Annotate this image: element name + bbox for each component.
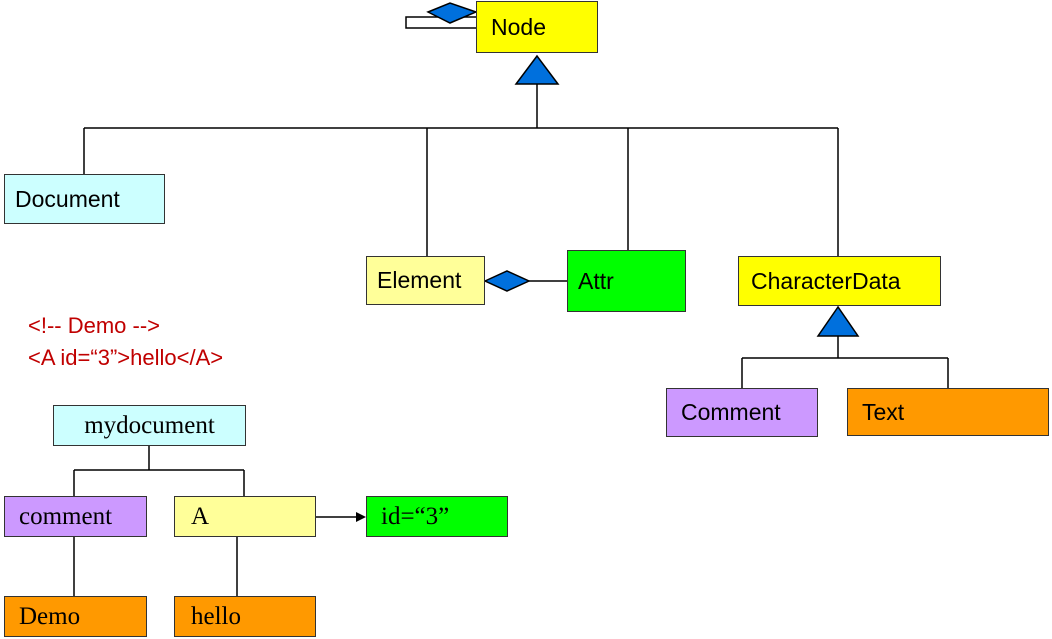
attr-class-box: Attr [567,250,686,312]
node-class-box: Node [476,1,598,53]
id-attr-instance-label: id=“3” [381,502,450,530]
demo-instance-node: Demo [4,596,147,637]
text-class-box: Text [847,388,1049,436]
mydocument-node: mydocument [53,405,246,446]
inheritance-arrow-node [514,54,560,85]
hello-instance-node: hello [174,596,316,637]
comment-class-box: Comment [666,388,818,437]
document-class-box: Document [4,174,165,224]
code-sample: <!-- Demo --> <A id=“3”>hello</A> [28,310,223,374]
comment-instance-label: comment [19,502,113,530]
a-instance-label: A [191,502,210,530]
element-class-box: Element [366,256,485,305]
arrowhead-to-id [356,512,366,522]
text-class-label: Text [862,398,905,425]
attr-label: Attr [578,267,614,294]
inheritance-arrow-characterdata [816,305,860,337]
code-line-element: <A id=“3”>hello</A> [28,345,224,370]
element-label: Element [377,267,462,293]
hello-instance-label: hello [191,602,241,630]
aggregation-diamond-element [483,270,531,292]
document-label: Document [15,185,120,212]
characterdata-label: CharacterData [751,267,901,294]
a-instance-node: A [174,496,316,537]
id-attr-instance-node: id=“3” [366,496,508,537]
demo-instance-label: Demo [19,602,81,630]
aggregation-diamond-node [426,2,479,24]
characterdata-class-box: CharacterData [738,256,941,306]
comment-class-label: Comment [681,399,781,425]
comment-instance-node: comment [4,496,147,537]
code-line-comment: <!-- Demo --> [28,313,161,338]
node-label: Node [491,13,546,40]
mydocument-label: mydocument [84,411,215,439]
